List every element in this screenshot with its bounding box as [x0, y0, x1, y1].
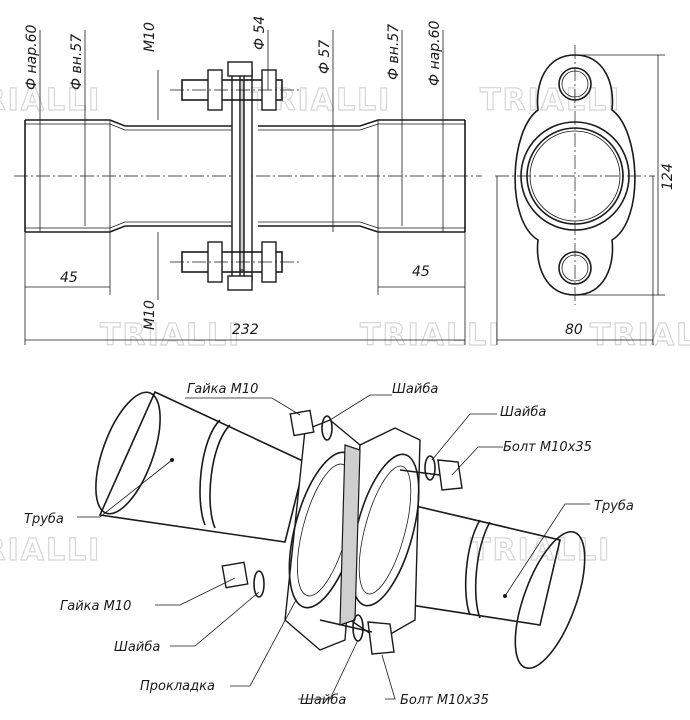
nut-top [289, 409, 315, 437]
dim-inner-diameter-right: Ф вн.57 [386, 24, 402, 80]
right-pipe-bottom-wall [258, 225, 465, 233]
dim-bolt-top: M10 [142, 22, 158, 52]
left-flange [231, 69, 241, 281]
bolt-head-top [437, 459, 463, 491]
label-nut-bottom: Гайка М10 [60, 599, 131, 614]
left-pipe-bottom-wall [25, 225, 232, 233]
dim-outer-diameter-left: Ф нар.60 [24, 25, 40, 90]
dim-bolt-bottom: M10 [142, 300, 158, 330]
dim-center-diameter: Ф 57 [317, 40, 333, 74]
dim-flange-width: 80 [565, 322, 583, 338]
label-bolt-bottom-right: Болт М10х35 [400, 693, 489, 708]
washer-top [321, 415, 333, 441]
bolt-top [170, 61, 300, 111]
label-pipe-right: Труба [594, 499, 634, 514]
dim-outer-diameter-right: Ф нар.60 [427, 21, 443, 86]
label-pipe-left: Труба [24, 512, 64, 527]
washer-bottom-left [253, 570, 265, 598]
watermark: TRIALLI [360, 318, 501, 353]
gasket-iso [339, 444, 361, 626]
dim-flange-height: 124 [660, 163, 676, 190]
dim-total-length: 232 [232, 322, 259, 338]
label-washer-top: Шайба [392, 382, 438, 397]
hardware [221, 409, 463, 655]
right-flange [243, 69, 253, 281]
left-pipe-top-wall [25, 119, 232, 127]
label-gasket: Прокладка [140, 679, 215, 694]
watermark: TRIALLI [0, 533, 101, 568]
right-pipe-top-wall [258, 119, 465, 127]
watermark: TRIALLI [0, 83, 101, 118]
flange-pair [284, 419, 421, 651]
side-view: Ф нар.60 Ф вн.57 M10 Ф 54 Ф 57 Ф вн.57 Ф… [14, 16, 482, 345]
washer-top-right [424, 455, 436, 481]
bolt-bottom [170, 241, 300, 291]
dim-length-right: 45 [412, 264, 430, 280]
leader-lines [77, 394, 590, 700]
dim-flange-diameter: Ф 54 [252, 16, 268, 50]
dim-inner-diameter-left: Ф вн.57 [69, 34, 85, 90]
label-washer-top-right: Шайба [500, 405, 546, 420]
watermark: TRIALLI [480, 83, 621, 118]
watermark: TRIALLI [100, 318, 241, 353]
label-washer-bottom: Шайба [300, 693, 346, 708]
isometric-view: Гайка М10 Шайба Шайба Болт М10х35 Труба … [24, 382, 634, 708]
label-washer-bottom-left: Шайба [114, 640, 160, 655]
bolt-head-bottom [367, 621, 395, 655]
nut-bottom [221, 561, 249, 589]
label-nut-top: Гайка М10 [187, 382, 258, 397]
flange-front-view: 124 80 [495, 45, 676, 345]
left-pipe [95, 390, 306, 543]
watermark: TRIALLI [590, 318, 690, 353]
dim-length-left: 45 [60, 270, 78, 286]
watermark-group: TRIALLI TRIALLI TRIALLI TRIALLI TRIALLI … [0, 82, 690, 568]
label-bolt-top-right: Болт М10х35 [503, 440, 592, 455]
watermark: TRIALLI [470, 533, 611, 568]
